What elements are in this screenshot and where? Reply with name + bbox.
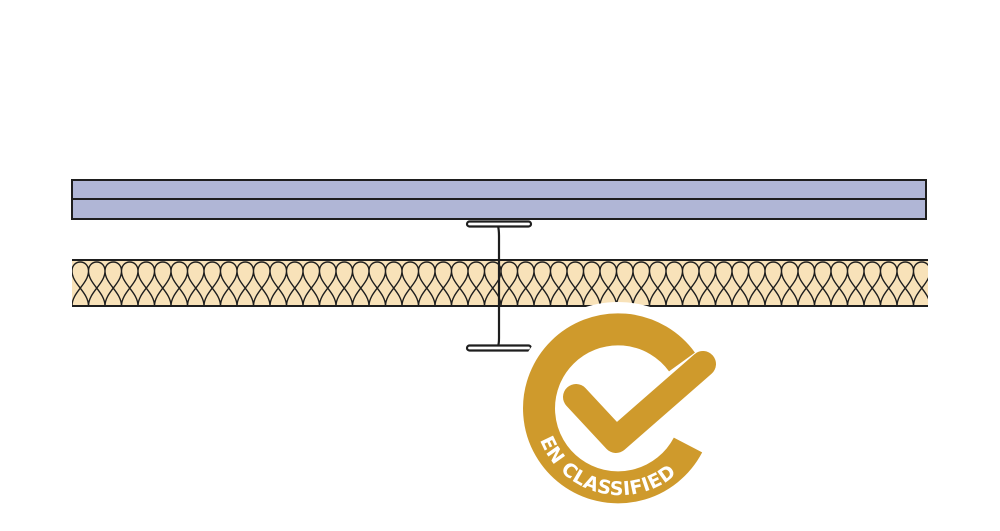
plasterboard-layer-2	[71, 198, 927, 220]
en-classified-badge: EN CLASSIFIED	[512, 302, 724, 514]
steel-stud	[465, 220, 533, 352]
checkmark-icon	[563, 351, 716, 453]
badge-ring	[523, 313, 703, 504]
plasterboard-layer-1	[71, 179, 927, 200]
